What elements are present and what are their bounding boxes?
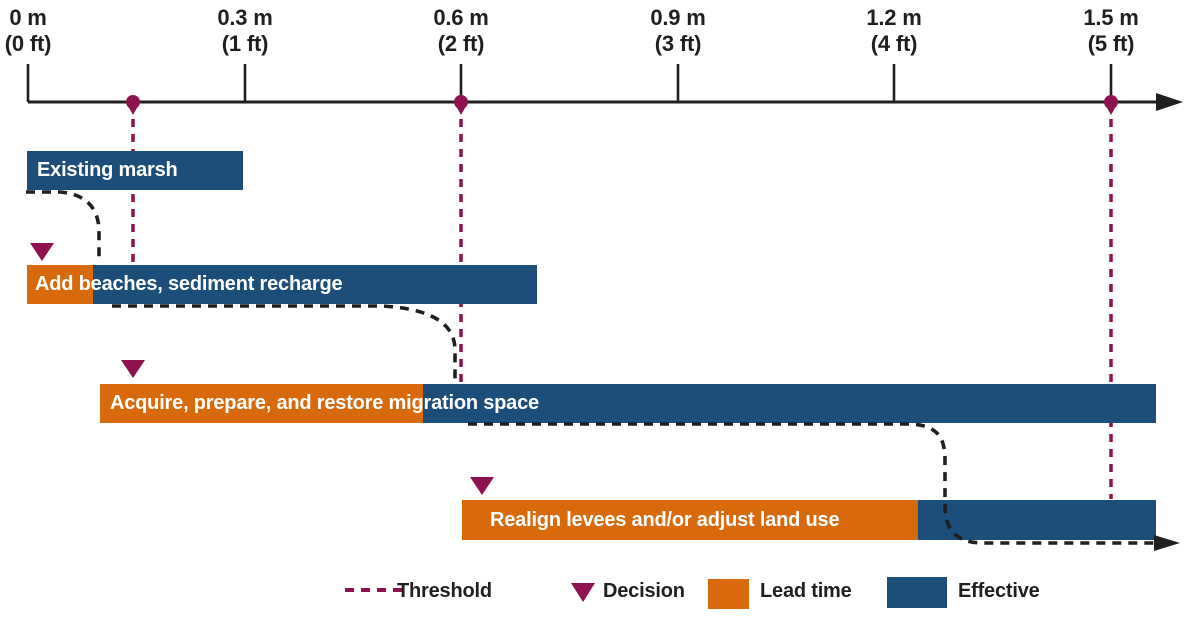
threshold-dash-icon <box>345 588 409 592</box>
effective-segment <box>93 265 537 304</box>
lead-time-segment <box>100 384 423 423</box>
effective-segment <box>423 384 1156 423</box>
bar-label: Existing marsh <box>37 159 178 181</box>
legend-label-threshold: Threshold <box>397 580 492 602</box>
legend-label-lead-time: Lead time <box>760 580 852 602</box>
lead-time-swatch <box>708 579 749 609</box>
decision-triangle-icon <box>470 477 494 495</box>
bar-realign-levees: Realign levees and/or adjust land use <box>462 500 1156 540</box>
pathway-arrowhead-icon <box>1154 535 1180 551</box>
threshold-pin-icon <box>454 95 468 115</box>
lead-time-segment <box>462 500 918 540</box>
pathway-connector-1 <box>26 190 101 263</box>
axis-arrowhead-icon <box>1156 93 1183 111</box>
decision-triangle-icon <box>30 243 54 261</box>
bar-migration-space: Acquire, prepare, and restore migration … <box>100 384 1156 423</box>
pathway-connector-3 <box>468 422 1156 545</box>
lead-time-segment <box>27 265 93 304</box>
bar-label: Acquire, prepare, and restore migration … <box>110 392 539 414</box>
threshold-pin-icon <box>126 95 140 115</box>
threshold-pin-icon <box>1104 95 1118 115</box>
bar-label: Realign levees and/or adjust land use <box>490 508 840 531</box>
bar-add-beaches: Add beaches, sediment recharge <box>27 265 537 304</box>
effective-swatch <box>887 577 947 608</box>
legend-label-decision: Decision <box>603 580 685 602</box>
pathway-connector-2 <box>112 304 457 382</box>
decision-triangle-icon <box>571 583 595 602</box>
bar-existing-marsh: Existing marsh <box>27 151 243 190</box>
effective-segment <box>918 500 1156 540</box>
decision-triangle-icon <box>121 360 145 378</box>
legend-label-effective: Effective <box>958 580 1040 602</box>
bar-label: Add beaches, sediment recharge <box>35 273 343 295</box>
effective-segment <box>27 151 243 190</box>
